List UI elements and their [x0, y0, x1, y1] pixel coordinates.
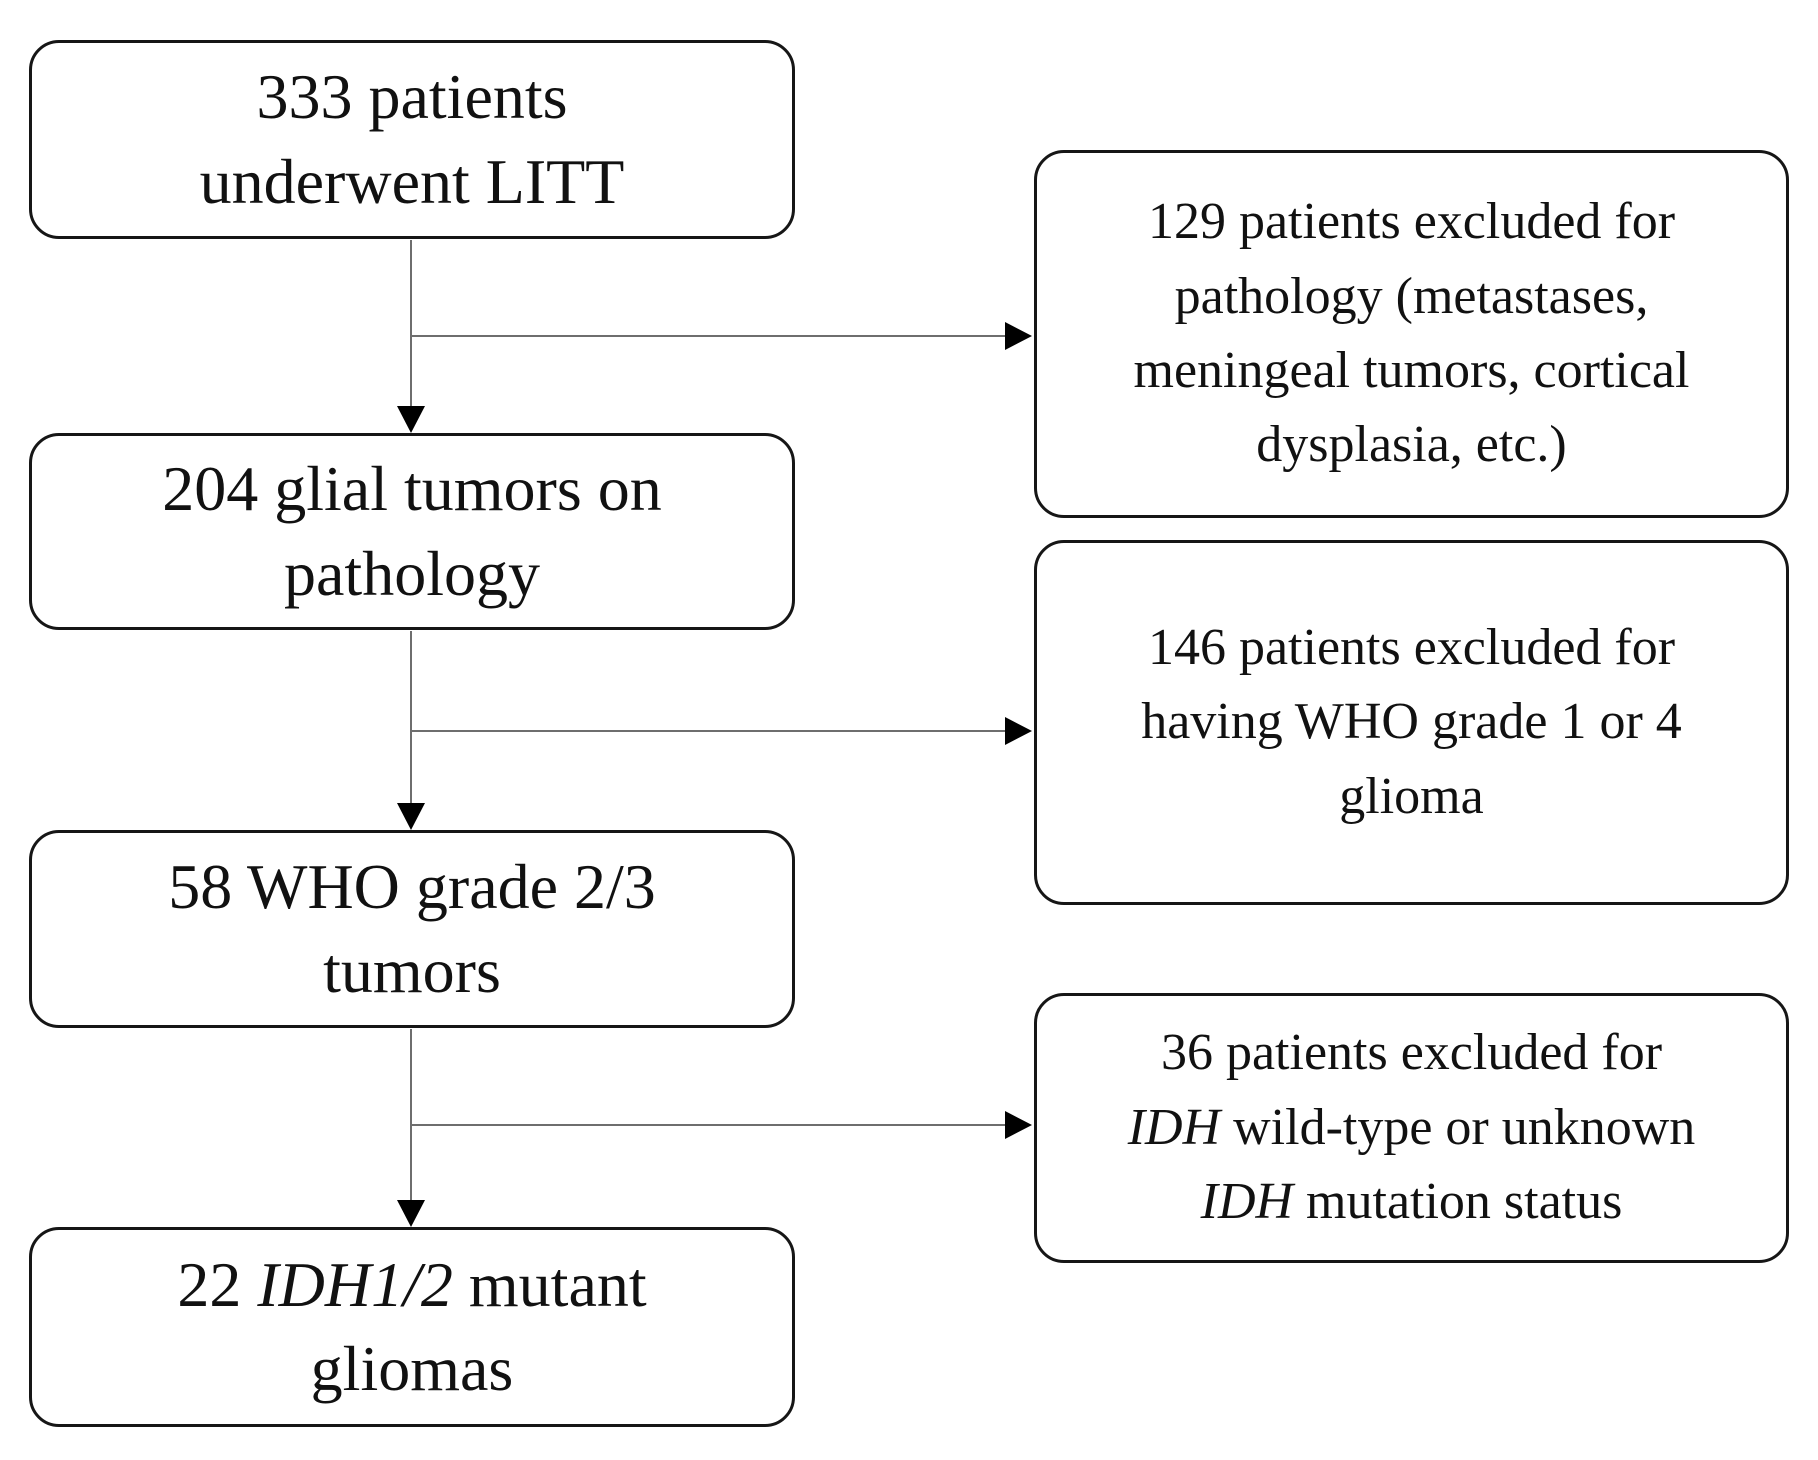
text-segment: 333 patients	[256, 61, 568, 133]
text-segment: 36 patients excluded for	[1160, 1024, 1663, 1082]
italic-text-segment: IDH	[1200, 1173, 1294, 1231]
text-segment: pathology	[284, 537, 540, 609]
text-segment: having WHO grade 1 or 4	[1141, 693, 1682, 751]
node-glial-tumors: 204 glial tumors on pathology	[29, 433, 795, 630]
text-segment: gliomas	[310, 1333, 514, 1404]
text-segment: meningeal tumors, cortical	[1133, 342, 1690, 399]
node-excluded-pathology: 129 patients excluded for pathology (meta…	[1034, 150, 1789, 518]
node-text-line: tumors	[323, 929, 501, 1013]
node-text-line: pathology (metastases,	[1175, 260, 1649, 334]
node-text-line: pathology	[284, 532, 540, 616]
arrow-grade-to-idh	[397, 1029, 425, 1227]
text-segment: tumors	[323, 935, 501, 1006]
node-text-line: IDH mutation status	[1201, 1165, 1623, 1239]
text-segment: 204 glial tumors on	[162, 453, 662, 525]
text-segment: pathology (metastases,	[1174, 267, 1649, 325]
node-excluded-who-grade: 146 patients excluded for having WHO grad…	[1034, 540, 1789, 905]
node-text-line: 36 patients excluded for	[1161, 1016, 1662, 1090]
arrow-litt-to-glial	[397, 240, 425, 433]
node-text-line: 129 patients excluded for	[1148, 185, 1675, 259]
text-segment: dysplasia, etc.)	[1256, 416, 1567, 474]
node-underwent-litt: 333 patients underwent LITT	[29, 40, 795, 239]
text-segment: glioma	[1339, 767, 1484, 825]
arrow-branch-excluded-pathology	[411, 322, 1032, 350]
node-text-line: 333 patients	[256, 55, 567, 139]
italic-text-segment: IDH	[1127, 1098, 1221, 1156]
node-text-line: 58 WHO grade 2/3	[168, 845, 656, 929]
text-segment: wild-type or unknown	[1220, 1098, 1696, 1156]
arrow-branch-excluded-who-grade	[411, 717, 1032, 745]
node-text-line: underwent LITT	[200, 140, 625, 224]
text-segment: 58 WHO grade 2/3	[168, 850, 656, 922]
text-segment: 129 patients excluded for	[1147, 193, 1676, 251]
node-text-line: having WHO grade 1 or 4	[1141, 685, 1682, 759]
arrow-branch-excluded-idh	[411, 1111, 1032, 1139]
text-segment: mutant	[452, 1248, 647, 1320]
node-text-line: 204 glial tumors on	[162, 447, 662, 531]
italic-text-segment: IDH1/2	[257, 1248, 453, 1320]
text-segment: 146 patients excluded for	[1147, 618, 1676, 676]
text-segment: mutation status	[1293, 1173, 1623, 1231]
node-who-grade-tumors: 58 WHO grade 2/3 tumors	[29, 830, 795, 1028]
node-text-line: glioma	[1339, 760, 1483, 834]
node-text-line: gliomas	[311, 1327, 514, 1411]
node-text-line: IDH wild-type or unknown	[1128, 1091, 1696, 1165]
arrow-glial-to-grade	[397, 631, 425, 830]
node-text-line: meningeal tumors, cortical	[1134, 334, 1690, 408]
text-segment: 22	[177, 1248, 258, 1320]
node-text-line: dysplasia, etc.)	[1256, 408, 1566, 482]
text-segment: underwent LITT	[199, 145, 625, 217]
node-text-line: 146 patients excluded for	[1148, 611, 1675, 685]
node-text-line: 22 IDH1/2 mutant	[177, 1243, 646, 1327]
